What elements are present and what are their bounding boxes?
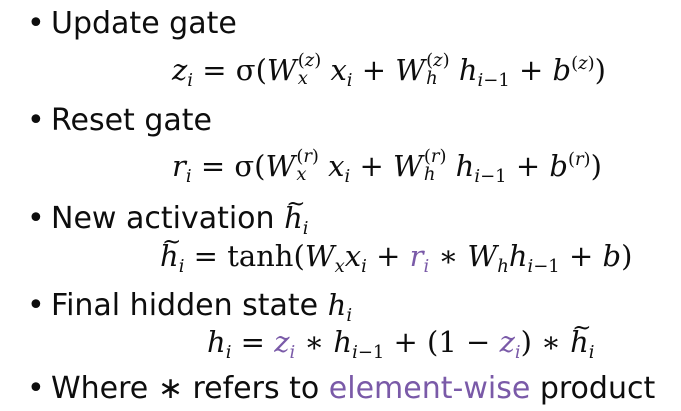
r-i-highlight: ri — [409, 239, 430, 277]
bullet-dot: • — [27, 103, 45, 138]
bullet-label: Update gate — [51, 6, 237, 41]
bullet-reset-gate: •Reset gate — [27, 103, 212, 139]
h-symbol: hi — [327, 288, 353, 326]
equation-update-gate: zi = σ(W(z)x xi + W(z)h hi−1 + b(z)) — [172, 50, 606, 91]
bullet-dot: • — [27, 6, 45, 41]
bullet-update-gate: •Update gate — [27, 6, 237, 42]
bullet-label: Final hidden state — [51, 288, 319, 323]
sigma-symbol: σ — [235, 53, 256, 87]
equation-new-activation: hi = tanh(Wxxi + ri ∗ Whhi−1 + b) — [160, 224, 632, 277]
bullet-dot: • — [27, 371, 45, 406]
bullet-new-activation: •New activation hi — [27, 186, 309, 237]
equation-final-hidden-state: hi = zi ∗ hi−1 + (1 − zi) ∗ hi — [207, 310, 595, 363]
bullet-dot: • — [27, 288, 45, 323]
note-mid: refers to — [182, 371, 329, 406]
bullet-where-note: •Where ∗ refers to element-wise product — [27, 371, 655, 407]
star-symbol: ∗ — [157, 371, 183, 406]
bullet-final-hidden-state: •Final hidden state hi — [27, 287, 352, 324]
sigma-symbol: σ — [234, 149, 255, 183]
equation-reset-gate: ri = σ(W(r)x xi + W(r)h hi−1 + b(r)) — [172, 146, 602, 187]
note-highlight: element-wise — [328, 371, 531, 406]
note-prefix: Where — [51, 371, 158, 406]
note-suffix: product — [530, 371, 656, 406]
h-tilde-symbol: hi — [284, 186, 308, 237]
bullet-label: Reset gate — [51, 103, 212, 138]
z-i-highlight: zi — [499, 325, 521, 363]
tanh-function: tanh — [227, 239, 294, 273]
bullet-dot: • — [27, 201, 45, 236]
z-i-highlight: zi — [274, 325, 296, 363]
